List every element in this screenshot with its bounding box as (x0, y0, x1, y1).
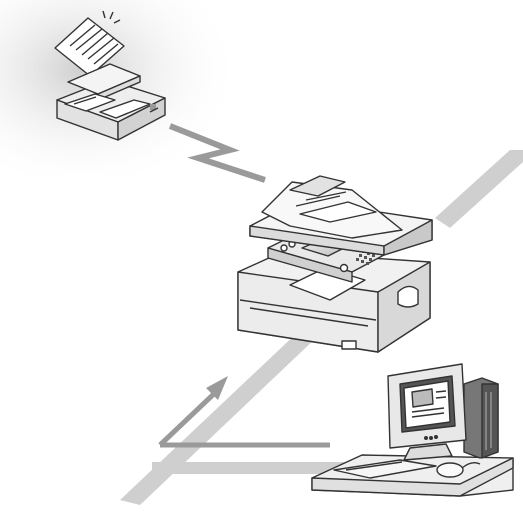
arrow-head (206, 376, 228, 400)
fax-link-lightning (168, 123, 266, 183)
alert-rays-icon (102, 10, 121, 24)
keyboard-icon (333, 459, 437, 479)
network-line-upper (435, 150, 523, 228)
network-line-diagonal (120, 330, 318, 505)
multifunction-printer-icon (237, 175, 433, 353)
monitor-stand (403, 443, 453, 461)
document-icon (54, 10, 125, 77)
drawer-handle (341, 340, 357, 350)
mouse-icon (436, 462, 464, 478)
fax-machine-icon (54, 10, 166, 141)
desktop-computer-icon (311, 363, 514, 497)
arrow (158, 388, 330, 448)
monitor-icon (387, 363, 467, 461)
